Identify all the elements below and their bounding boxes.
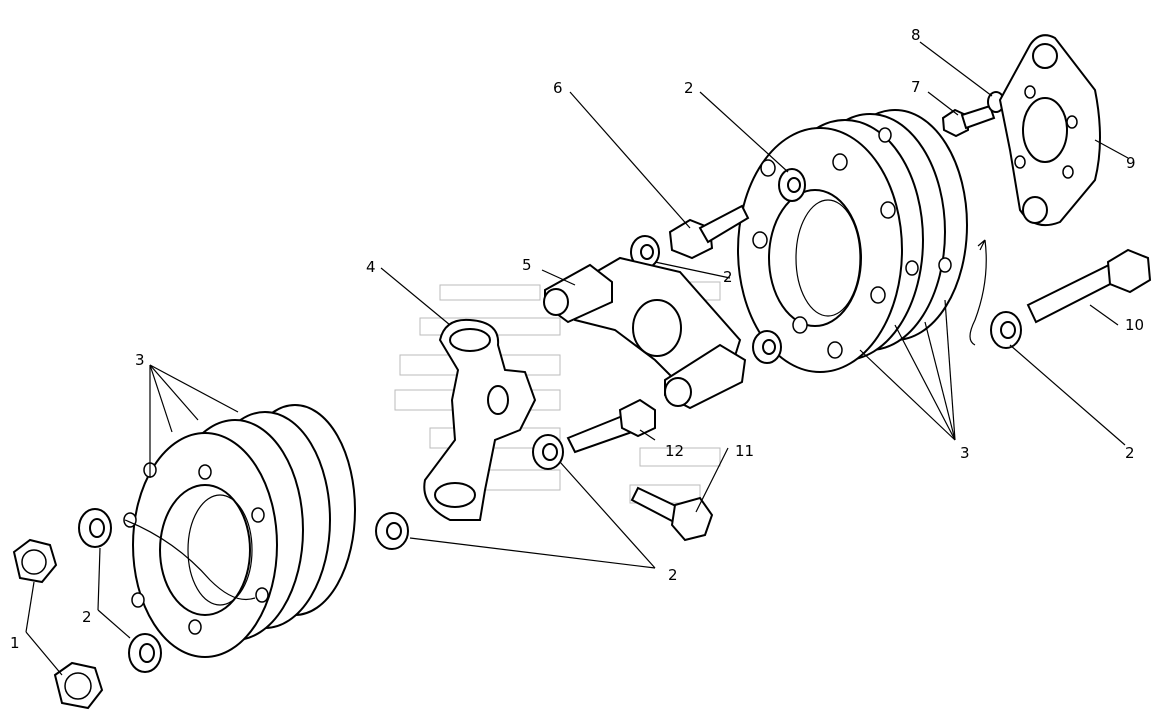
callout-2: 2 xyxy=(684,79,694,97)
disc-bore xyxy=(768,189,862,327)
assembly-path-lines xyxy=(124,239,987,601)
bolt-11 xyxy=(630,486,714,542)
callout-3: 3 xyxy=(960,444,970,462)
callout-10: 10 xyxy=(1125,316,1144,334)
nut-lower xyxy=(53,661,104,710)
washer xyxy=(532,434,564,470)
callout-labels: 1 2 2 2 2 2 3 3 4 5 6 7 8 9 10 11 12 xyxy=(10,26,1144,652)
callout-11: 11 xyxy=(735,442,754,460)
nut-upper xyxy=(12,538,58,584)
callout-5: 5 xyxy=(522,256,532,274)
left-disc-stack xyxy=(123,404,356,658)
callout-1: 1 xyxy=(10,634,20,652)
callout-7: 7 xyxy=(911,78,921,96)
callout-9: 9 xyxy=(1126,154,1136,172)
leader-lines xyxy=(25,41,1129,676)
washer xyxy=(778,168,806,202)
double-boss-bracket xyxy=(543,256,747,410)
bolt-12 xyxy=(566,398,656,454)
flange-plate-9 xyxy=(998,34,1101,226)
bolt-7 xyxy=(941,104,996,138)
washer xyxy=(128,633,162,673)
washer xyxy=(375,512,409,550)
callout-2: 2 xyxy=(723,268,733,286)
lever-bracket xyxy=(423,318,537,521)
callout-2: 2 xyxy=(668,566,678,584)
right-disc-stack xyxy=(737,109,968,373)
washer xyxy=(752,330,782,364)
bolt-10 xyxy=(1026,248,1152,324)
washer xyxy=(78,508,112,548)
callout-6: 6 xyxy=(553,79,563,97)
disc-bolt-holes xyxy=(752,127,952,359)
callout-2: 2 xyxy=(1125,444,1135,462)
disc-bore-inner xyxy=(187,494,253,606)
callout-12: 12 xyxy=(665,442,684,460)
callout-4: 4 xyxy=(366,258,376,276)
callout-8: 8 xyxy=(911,26,921,44)
bolt-6 xyxy=(668,204,750,260)
callout-3: 3 xyxy=(135,351,145,369)
disc-bore xyxy=(159,484,251,616)
callout-2: 2 xyxy=(82,608,92,626)
disc-bolt-holes xyxy=(123,462,269,635)
washer xyxy=(990,311,1022,349)
disc-bore-inner xyxy=(795,199,861,317)
